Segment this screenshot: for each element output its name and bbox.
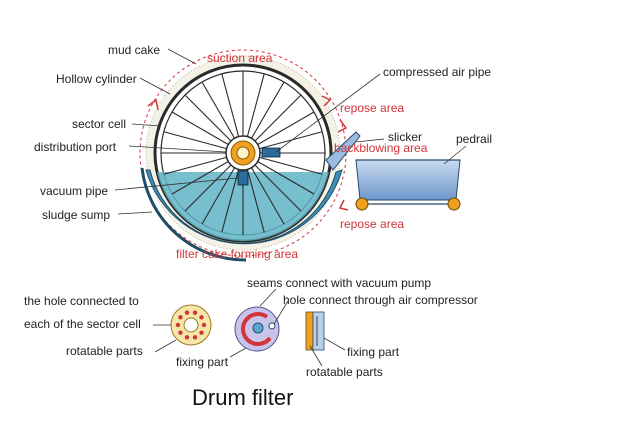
sector-hole: [201, 322, 207, 328]
sludge-sump: [145, 169, 343, 245]
sector-divider: [257, 161, 315, 195]
sector-hole: [175, 322, 181, 328]
slicker: [325, 131, 361, 171]
zone-arrow-left: [147, 98, 159, 111]
sector-hole: [192, 310, 198, 315]
air-pipe-stub: [261, 147, 281, 158]
sector-divider: [251, 81, 285, 139]
drum-assembly: [139, 49, 347, 257]
label-backblowing-area: backblowing area: [334, 141, 428, 155]
label-rotatable-parts-left: rotatable parts: [66, 344, 143, 358]
label-pedrail: pedrail: [456, 132, 492, 146]
sector-divider: [259, 156, 323, 175]
sector-holes: [175, 310, 207, 340]
sector-hole: [178, 315, 183, 320]
detail-rotatable-disc: [170, 304, 212, 346]
sector-divider: [246, 169, 265, 233]
diagram-title: Drum filter: [192, 385, 293, 410]
sector-divider: [184, 94, 232, 142]
detail-side-section: [305, 311, 325, 351]
sector-divider: [171, 111, 229, 145]
sector-divider: [257, 111, 315, 145]
sector-divider: [254, 164, 302, 212]
sector-hole: [199, 330, 204, 335]
label-fixing-part-left: fixing part: [176, 355, 229, 369]
fixing-disc-center: [252, 322, 264, 334]
label-repose-area-bottom: repose area: [340, 217, 404, 231]
label-mud-cake: mud cake: [108, 43, 160, 57]
sector-divider: [221, 73, 240, 137]
label-rotatable-parts-right: rotatable parts: [306, 365, 383, 379]
zone-arrow-right: [337, 119, 348, 133]
rotatable-disc-inner: [183, 317, 199, 333]
label-suction-area: suction area: [207, 51, 273, 65]
label-hole-to-sector-2: each of the sector cell: [24, 317, 141, 331]
belt-roller-left: [355, 197, 369, 211]
label-hollow-cylinder: Hollow cylinder: [56, 72, 137, 86]
detail-fixing-disc: [234, 306, 280, 352]
label-slicker: slicker: [388, 130, 422, 144]
sector-divider: [259, 131, 323, 150]
label-sludge-sump: sludge sump: [42, 208, 110, 222]
sector-divider: [254, 94, 302, 142]
sector-divider: [163, 131, 227, 150]
zone-arrow-bottom: [338, 199, 349, 211]
sector-cells: [161, 71, 325, 235]
sector-divider: [201, 167, 235, 225]
sector-hole: [184, 310, 190, 315]
label-filter-cake-forming-area: filter cake forming area: [176, 247, 298, 261]
belt-roller-right: [447, 197, 461, 211]
sector-divider: [163, 156, 227, 175]
fixing-disc-seam: [241, 312, 272, 346]
sector-divider: [201, 81, 235, 139]
section-fixing: [312, 311, 325, 351]
label-sector-cell: sector cell: [72, 117, 126, 131]
sector-hole: [178, 330, 183, 335]
leader-lines: [114, 48, 467, 215]
label-compressed-air-pipe: compressed air pipe: [383, 65, 491, 79]
pedrail: [355, 159, 461, 211]
sector-hole: [192, 335, 198, 340]
label-fixing-part-right: fixing part: [347, 345, 400, 359]
air-hole: [268, 322, 276, 330]
label-hole-air: hole connect through air compressor: [283, 293, 478, 307]
zone-arrow-top: [321, 95, 332, 107]
sector-divider: [171, 161, 229, 195]
label-repose-area-top: repose area: [340, 101, 404, 115]
sector-hole: [184, 335, 190, 340]
sector-divider: [251, 167, 285, 225]
sector-divider: [184, 164, 232, 212]
section-rotatable: [305, 311, 314, 351]
distribution-port-core: [236, 146, 250, 160]
label-vacuum-pipe: vacuum pipe: [40, 184, 108, 198]
sector-divider: [246, 73, 265, 137]
label-hole-to-sector-1: the hole connected to: [24, 294, 139, 308]
label-seams-vacuum: seams connect with vacuum pump: [247, 276, 431, 290]
vacuum-pipe-stub: [237, 170, 249, 186]
label-distribution-port: distribution port: [34, 140, 117, 154]
sector-hole: [199, 315, 204, 320]
belt: [355, 159, 461, 201]
sector-divider: [221, 169, 240, 233]
